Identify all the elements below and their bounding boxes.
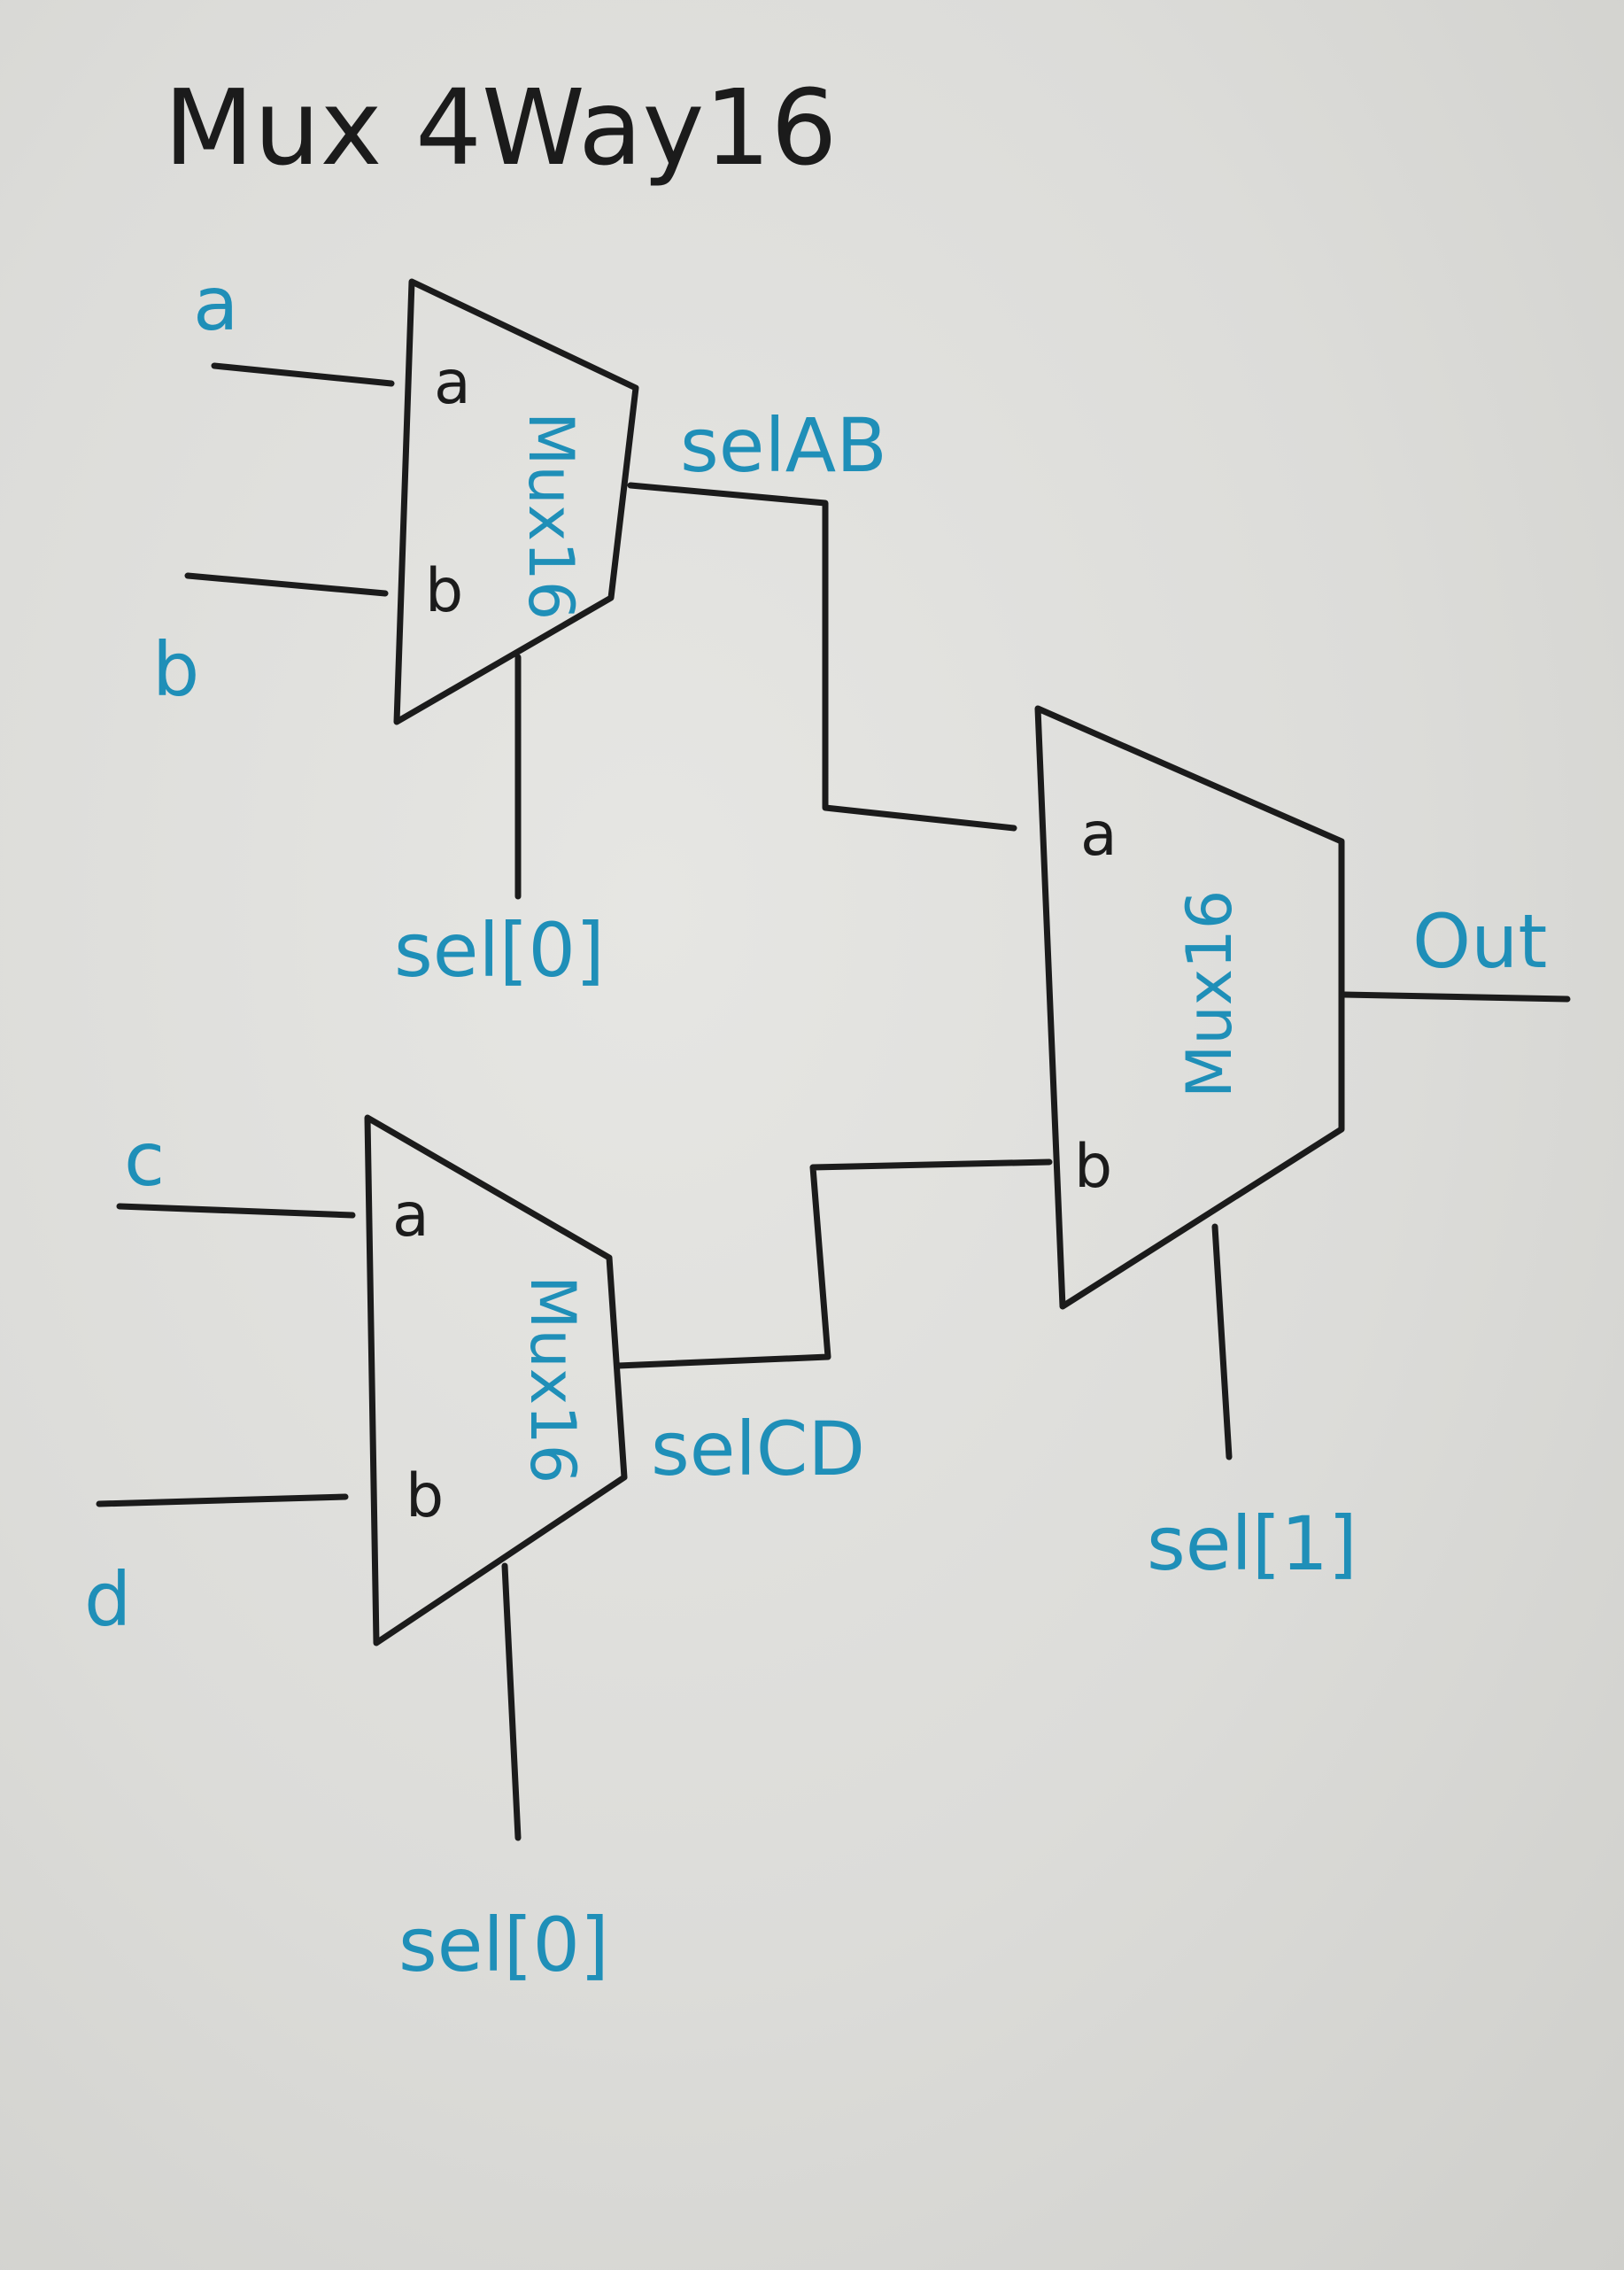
label-input-b: b xyxy=(152,626,199,713)
label-out: Out xyxy=(1412,898,1547,985)
mux-top-body xyxy=(393,278,639,725)
label-input-d: d xyxy=(84,1556,131,1643)
label-sel0-top: sel[0] xyxy=(394,907,605,994)
wire-input-a xyxy=(211,362,395,387)
wire-sel1 xyxy=(1211,1223,1233,1460)
label-sel0-bottom: sel[0] xyxy=(398,1902,609,1988)
label-input-c: c xyxy=(124,1116,165,1203)
mux-top: a b Mux16 xyxy=(393,278,639,725)
wire-input-c xyxy=(116,1203,356,1219)
wire-out xyxy=(1341,991,1571,1003)
wire-input-d xyxy=(96,1493,349,1507)
wire-sel0-bottom xyxy=(501,1562,522,1841)
mux-bottom-port-a: a xyxy=(392,1181,429,1251)
wire-input-b xyxy=(184,572,389,597)
label-input-a: a xyxy=(193,260,238,347)
wire-sel-cd xyxy=(615,1158,1053,1369)
label-sel-cd: selCD xyxy=(651,1406,865,1492)
label-sel1: sel[1] xyxy=(1147,1500,1357,1587)
label-sel-ab: selAB xyxy=(680,402,887,489)
mux-right-port-a: a xyxy=(1080,800,1117,870)
mux-right: a b Mux16 xyxy=(1034,705,1345,1310)
mux-bottom-body xyxy=(364,1114,628,1646)
mux-right-port-b: b xyxy=(1074,1132,1112,1202)
wire-sel-ab xyxy=(627,482,1017,832)
mux-bottom: a b Mux16 xyxy=(364,1114,628,1646)
mux-right-body xyxy=(1034,705,1345,1310)
mux-bottom-label: Mux16 xyxy=(516,1275,589,1484)
mux-top-label: Mux16 xyxy=(514,412,587,620)
mux-right-label: Mux16 xyxy=(1173,890,1246,1098)
mux-bottom-port-b: b xyxy=(406,1461,444,1531)
diagram-title: Mux 4Way16 xyxy=(164,66,837,189)
mux-top-port-a: a xyxy=(434,348,471,418)
mux-top-port-b: b xyxy=(425,556,463,626)
